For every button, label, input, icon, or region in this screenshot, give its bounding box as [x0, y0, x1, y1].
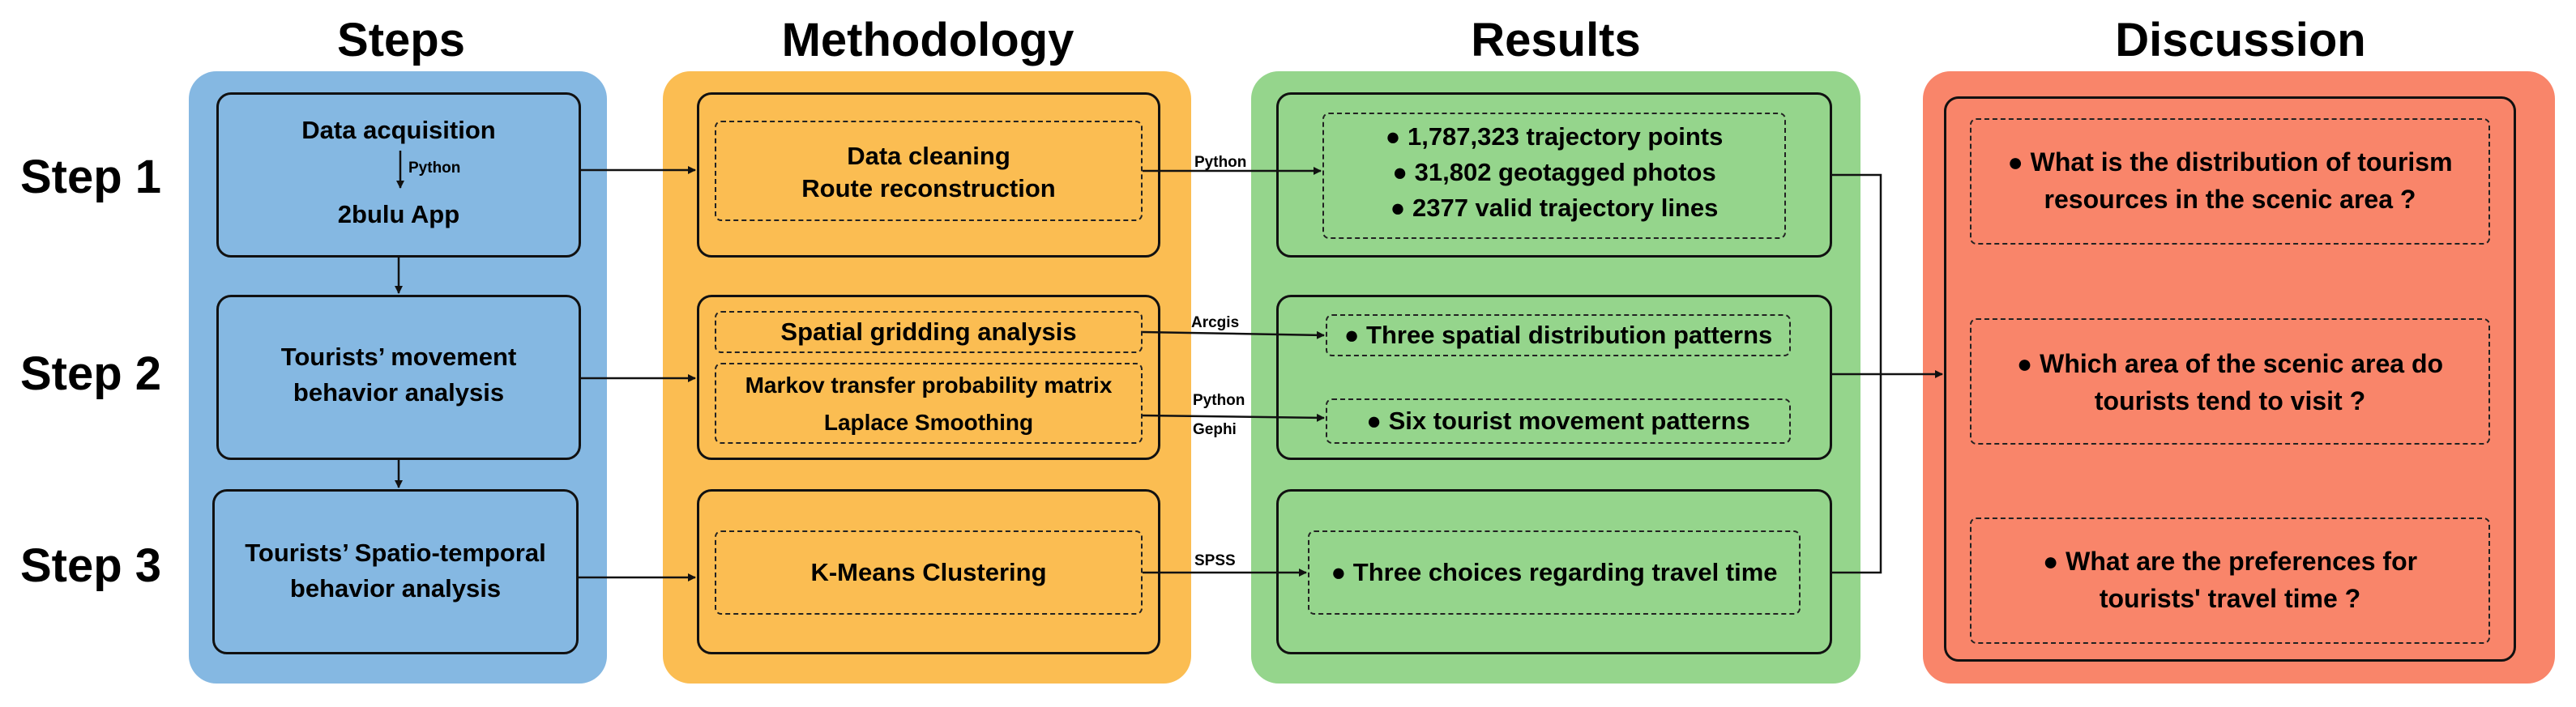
spatiotemporal-analysis-box: Tourists’ Spatio-temporal behavior analy… [212, 489, 579, 654]
laplace-label: Laplace Smoothing [823, 410, 1034, 435]
spatial-patterns-result: ● Three spatial distribution patterns [1344, 321, 1773, 349]
arrow-gridding-to-spatial [1142, 330, 1325, 339]
question-3-inner: ● What are the preferences for tourists'… [1970, 517, 2490, 644]
question-1-inner: ● What is the distribution of tourism re… [1970, 118, 2490, 245]
methodology-panel [663, 71, 1191, 684]
spatial-methods-box [697, 295, 1160, 460]
movement-patterns-result: ● Six tourist movement patterns [1366, 407, 1750, 435]
data-cleaning-box [697, 92, 1160, 258]
question-3-line-2: tourists' travel time ? [2099, 584, 2361, 613]
data-results-inner: ● 1,787,323 trajectory points ● 31,802 g… [1322, 113, 1786, 239]
route-reconstruction-label: Route reconstruction [801, 174, 1056, 202]
markov-label: Markov transfer probability matrix [745, 373, 1113, 398]
question-2-line-2: tourists tend to visit ? [2094, 386, 2366, 415]
question-2-line-1: ● Which area of the scenic area do [2016, 349, 2444, 378]
question-3-line-1: ● What are the preferences for [2042, 547, 2418, 576]
travel-time-inner: ● Three choices regarding travel time [1308, 530, 1801, 615]
gridding-label: Spatial gridding analysis [780, 317, 1077, 346]
arrow-markov-to-movement [1142, 413, 1325, 422]
column-title-methodology: Methodology [781, 14, 1074, 66]
discussion-box [1944, 96, 2516, 662]
tool-label-spss: SPSS [1194, 552, 1236, 569]
pattern-results-box [1276, 295, 1832, 460]
kmeans-label: K-Means Clustering [810, 558, 1047, 586]
column-title-results: Results [1471, 14, 1641, 66]
trajectory-lines-result: ● 2377 valid trajectory lines [1390, 194, 1719, 222]
data-cleaning-inner: Data cleaning Route reconstruction [715, 121, 1143, 221]
gridding-inner: Spatial gridding analysis [715, 311, 1143, 353]
movement-analysis-line-2: behavior analysis [293, 378, 505, 407]
tool-label-python-1: Python [1194, 154, 1247, 171]
travel-time-result: ● Three choices regarding travel time [1331, 558, 1778, 586]
movement-analysis-line-1: Tourists’ movement [280, 343, 517, 371]
question-1-line-1: ● What is the distribution of tourism [2007, 147, 2453, 177]
python-tag: Python [408, 160, 461, 177]
question-1-line-2: resources in the scenic area ? [2044, 185, 2416, 214]
kmeans-inner: K-Means Clustering [715, 530, 1143, 615]
markov-inner: Markov transfer probability matrix Lapla… [715, 363, 1143, 444]
row-label-step-3: Step 3 [20, 539, 162, 592]
spatiotemporal-line-1: Tourists’ Spatio-temporal [245, 539, 546, 567]
row-label-step-1: Step 1 [20, 151, 162, 203]
data-results-box [1276, 92, 1832, 258]
tool-label-python-2: Python [1193, 392, 1245, 409]
data-acquisition-box: Data acquisition Python 2bulu App [216, 92, 581, 258]
row-label-step-2: Step 2 [20, 347, 162, 400]
data-acquisition-label: Data acquisition [301, 116, 496, 144]
spatiotemporal-line-2: behavior analysis [289, 574, 502, 603]
tool-label-arcgis: Arcgis [1191, 314, 1240, 331]
column-title-discussion: Discussion [2115, 14, 2366, 66]
movement-patterns-inner: ● Six tourist movement patterns [1326, 398, 1791, 444]
data-cleaning-label: Data cleaning [847, 142, 1010, 170]
trajectory-points-result: ● 1,787,323 trajectory points [1385, 122, 1724, 151]
movement-analysis-box: Tourists’ movement behavior analysis [216, 295, 581, 460]
discussion-panel [1923, 71, 2555, 684]
steps-panel [189, 71, 607, 684]
results-panel [1251, 71, 1860, 684]
geotagged-photos-result: ● 31,802 geotagged photos [1392, 158, 1716, 186]
tool-label-gephi: Gephi [1193, 421, 1237, 438]
app-label: 2bulu App [337, 200, 460, 228]
question-2-inner: ● Which area of the scenic area do touri… [1970, 318, 2490, 445]
column-title-steps: Steps [337, 14, 465, 66]
spatial-patterns-inner: ● Three spatial distribution patterns [1326, 314, 1791, 356]
